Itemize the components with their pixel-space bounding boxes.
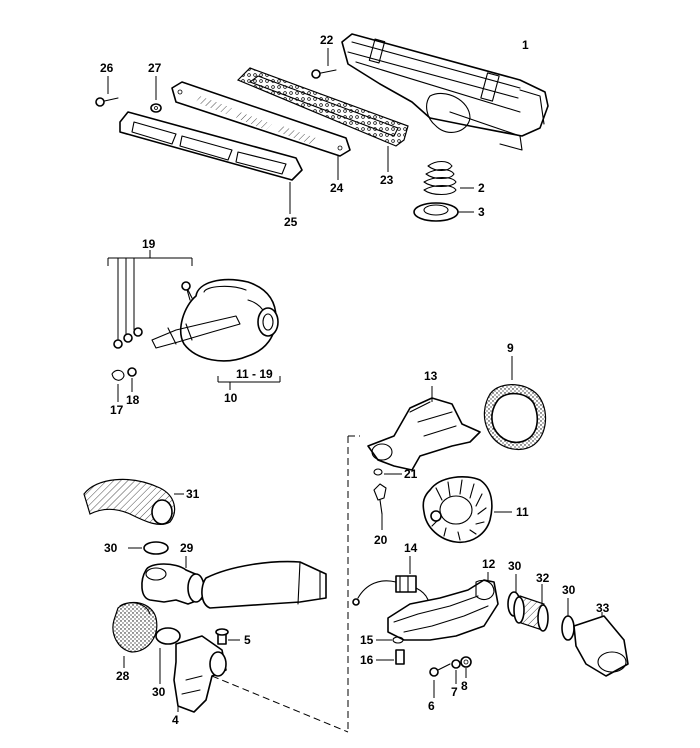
duct-29b	[201, 560, 327, 609]
label-19: 19	[142, 237, 156, 251]
label-11-19: 11 - 19	[236, 367, 273, 381]
label-8: 8	[461, 679, 468, 693]
bolt-16	[376, 649, 405, 665]
label-4: 4	[172, 713, 179, 727]
cover-13	[367, 386, 481, 471]
label-5: 5	[244, 633, 251, 647]
label-22: 22	[320, 33, 334, 47]
screw-26	[95, 76, 119, 107]
label-33: 33	[596, 601, 610, 615]
spring-2	[423, 160, 474, 196]
label-12: 12	[482, 557, 496, 571]
label-9: 9	[507, 341, 514, 355]
label-23: 23	[380, 173, 394, 187]
label-26: 26	[100, 61, 114, 75]
label-17: 17	[110, 403, 124, 417]
blower-assembly-10	[151, 278, 281, 390]
label-31: 31	[186, 487, 200, 501]
part-labels: 1 2 3 4 5 6 7 8 9 10 11 11 - 19 12 13 14…	[100, 33, 610, 727]
washer-27	[150, 76, 162, 113]
clip-20	[373, 483, 387, 530]
label-21: 21	[404, 467, 418, 481]
label-30d: 30	[562, 583, 576, 597]
dashed-frame	[347, 435, 360, 732]
screw-5	[215, 628, 240, 645]
air-duct-housing-1	[341, 33, 549, 151]
washer-7	[451, 659, 461, 684]
motor-14	[352, 556, 430, 613]
label-16: 16	[360, 653, 374, 667]
label-10: 10	[224, 391, 238, 405]
elbow-4	[173, 635, 227, 713]
label-30a: 30	[104, 541, 118, 555]
washer-18	[127, 367, 137, 392]
label-29: 29	[180, 541, 194, 555]
label-25: 25	[284, 215, 298, 229]
label-27: 27	[148, 61, 162, 75]
gasket-24	[171, 81, 351, 180]
ring-3	[413, 202, 474, 222]
label-32: 32	[536, 571, 550, 585]
label-1: 1	[522, 38, 529, 52]
label-11: 11	[516, 505, 529, 519]
fan-11	[422, 476, 512, 544]
label-15: 15	[360, 633, 374, 647]
seal-23	[236, 67, 409, 172]
label-30b: 30	[152, 685, 166, 699]
hose-32	[513, 584, 549, 632]
dashed-connector	[211, 675, 349, 733]
clamp-30b	[155, 627, 181, 684]
gasket-9	[483, 356, 547, 451]
bracket-19	[107, 250, 193, 349]
label-28: 28	[116, 669, 130, 683]
screw-19	[181, 281, 193, 299]
label-24: 24	[330, 181, 344, 195]
screw-6	[429, 663, 451, 698]
label-18: 18	[126, 393, 140, 407]
washer-8	[460, 656, 472, 678]
clamp-30d	[561, 598, 575, 641]
oring-21	[373, 468, 402, 476]
label-13: 13	[424, 369, 438, 383]
clamp-30a	[128, 541, 169, 555]
housing-12	[387, 572, 499, 641]
label-7: 7	[451, 685, 458, 699]
elbow-33	[573, 612, 629, 677]
washer-15	[376, 636, 404, 644]
screw-22	[311, 48, 337, 79]
gasket-25	[119, 111, 303, 214]
label-6: 6	[428, 699, 435, 713]
filter-28	[112, 601, 158, 668]
hose-31	[83, 478, 184, 526]
label-14: 14	[404, 541, 418, 555]
label-20: 20	[374, 533, 388, 547]
clip-17	[111, 369, 125, 402]
tee-29	[141, 556, 205, 605]
label-30c: 30	[508, 559, 522, 573]
label-2: 2	[478, 181, 485, 195]
label-3: 3	[478, 205, 485, 219]
